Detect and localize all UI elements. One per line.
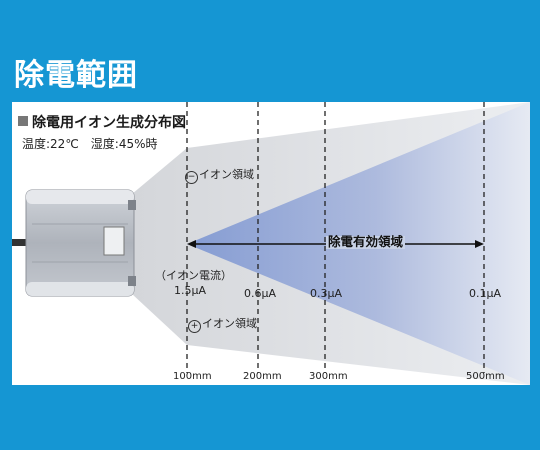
positive-ion-region-label: +イオン領域 xyxy=(188,318,257,333)
ion-current-label: （イオン電流） xyxy=(155,269,232,282)
current-1-5: 1.5μA xyxy=(174,284,207,297)
diagram-heading: 除電用イオン生成分布図 xyxy=(18,116,186,130)
distance-300mm: 300mm xyxy=(309,371,348,382)
positive-ion-region-text: イオン領域 xyxy=(202,317,257,330)
negative-sign-icon: − xyxy=(185,171,198,184)
distance-500mm: 500mm xyxy=(466,371,505,382)
ionizer-device xyxy=(12,189,136,297)
distance-200mm: 200mm xyxy=(243,371,282,382)
heading-text: 除電用イオン生成分布図 xyxy=(32,115,186,131)
distance-lines xyxy=(186,102,485,373)
negative-ion-region-label: −イオン領域 xyxy=(185,169,254,184)
distance-100mm: 100mm xyxy=(173,371,212,382)
negative-ion-region-text: イオン領域 xyxy=(199,168,254,181)
current-0-1: 0.1μA xyxy=(469,287,502,300)
power-cable xyxy=(12,239,28,246)
device-display xyxy=(103,226,125,256)
current-0-6: 0.6μA xyxy=(244,287,277,300)
heading-bullet xyxy=(18,116,28,126)
diagram-panel: 除電用イオン生成分布図 温度:22℃ 湿度:45%時 −イオン領域 除電有効領域… xyxy=(12,102,530,385)
measurement-conditions: 温度:22℃ 湿度:45%時 xyxy=(22,137,158,151)
current-0-3: 0.3μA xyxy=(310,287,343,300)
page-title: 除電範囲 xyxy=(14,58,138,93)
positive-sign-icon: + xyxy=(188,320,201,333)
effective-range-label: 除電有効領域 xyxy=(326,234,406,249)
